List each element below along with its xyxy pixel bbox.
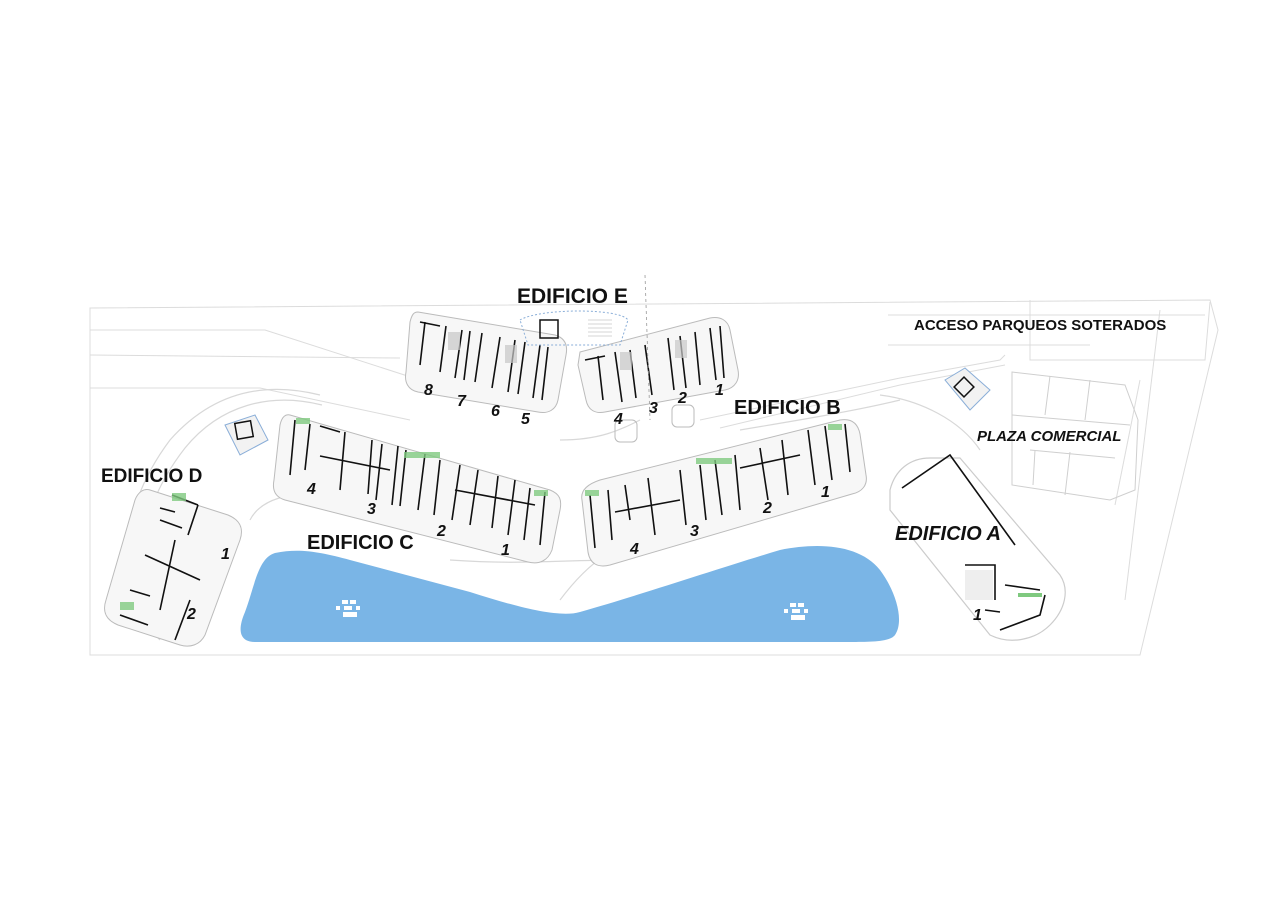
unit-b-4: 4 — [630, 541, 639, 558]
edificio-e — [405, 274, 739, 443]
lake — [240, 546, 900, 642]
site-boundary — [89, 299, 1219, 656]
label-plaza-comercial: PLAZA COMERCIAL — [977, 428, 1122, 445]
unit-c-3: 3 — [367, 501, 376, 518]
unit-c-1: 1 — [501, 542, 510, 559]
label-edificio-e: EDIFICIO E — [517, 285, 628, 308]
edificio-a — [889, 453, 1066, 641]
unit-d-2: 2 — [187, 606, 196, 623]
label-edificio-a: EDIFICIO A — [895, 523, 1001, 545]
unit-a-1: 1 — [973, 607, 982, 624]
edificio-c — [272, 414, 562, 564]
fountain-right — [784, 603, 808, 620]
label-acceso-parqueos: ACCESO PARQUEOS SOTERADOS — [914, 317, 1167, 334]
unit-e-3: 3 — [649, 400, 658, 417]
plaza-comercial-lots — [1011, 371, 1139, 501]
unit-e-8: 8 — [424, 382, 433, 399]
unit-c-4: 4 — [307, 481, 316, 498]
unit-b-2: 2 — [763, 500, 772, 517]
fountain-left — [336, 600, 360, 617]
unit-b-1: 1 — [821, 484, 830, 501]
label-edificio-b: EDIFICIO B — [734, 397, 841, 419]
unit-b-3: 3 — [690, 523, 699, 540]
unit-e-5: 5 — [521, 411, 530, 428]
stair-pavilion-left — [224, 414, 269, 456]
unit-e-4: 4 — [614, 411, 623, 428]
unit-e-1: 1 — [715, 382, 724, 399]
unit-c-2: 2 — [437, 523, 446, 540]
label-edificio-c: EDIFICIO C — [307, 532, 414, 554]
stair-pavilion-right — [944, 367, 991, 411]
unit-e-2: 2 — [678, 390, 687, 407]
edificio-b — [581, 419, 867, 567]
edificio-d — [104, 489, 242, 647]
label-edificio-d: EDIFICIO D — [101, 466, 203, 487]
unit-e-6: 6 — [491, 403, 500, 420]
unit-e-7: 7 — [457, 393, 466, 410]
unit-d-1: 1 — [221, 546, 230, 563]
